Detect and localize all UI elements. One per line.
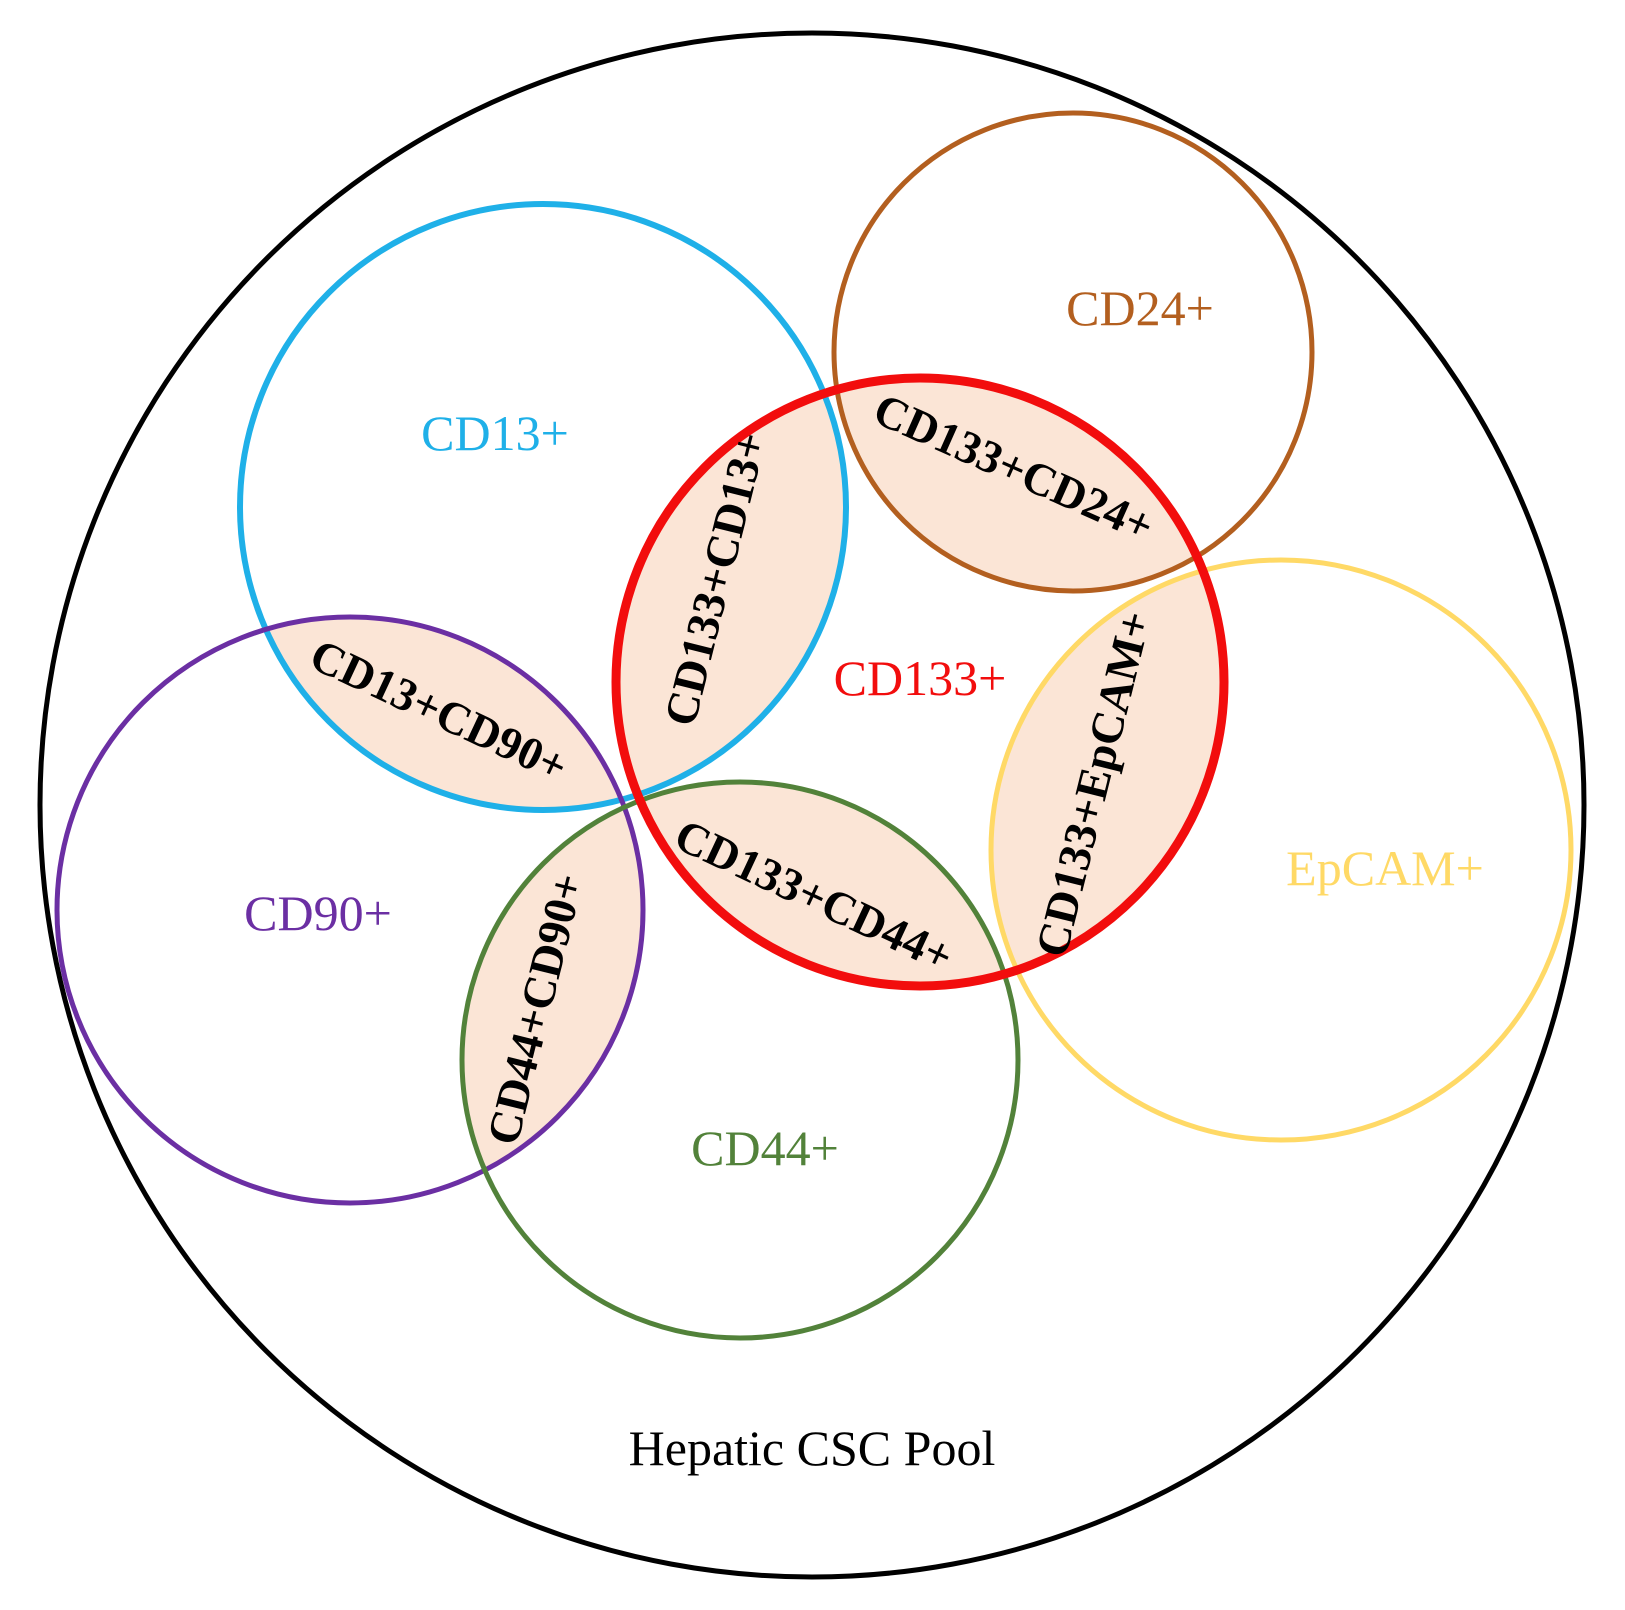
- cd133-circle: [611, 373, 1229, 991]
- pool-label: Hepatic CSC Pool: [629, 1420, 996, 1476]
- cd24-circle: [831, 110, 1315, 594]
- overlap-region-cd133-cd13: [616, 378, 846, 810]
- cd44-circle: [459, 779, 1021, 1341]
- cd13-label: CD13+: [421, 405, 569, 461]
- overlap-region-cd133-cd44: [616, 782, 1018, 986]
- cd133-label: CD133+: [834, 650, 1007, 706]
- cd24-label: CD24+: [1066, 280, 1214, 336]
- cd90-circle: [54, 614, 646, 1206]
- cd13-circle: [237, 201, 849, 813]
- overlap-region-cd133-epcam: [991, 560, 1224, 986]
- cd90-label: CD90+: [244, 885, 392, 941]
- pool-circle: [37, 30, 1587, 1580]
- overlap-region-cd13-cd90: [240, 617, 643, 810]
- overlap-region-cd44-cd90: [462, 782, 643, 1203]
- cd44-label: CD44+: [691, 1120, 839, 1176]
- epcam-label: EpCAM+: [1286, 840, 1484, 896]
- epcam-circle: [988, 557, 1574, 1143]
